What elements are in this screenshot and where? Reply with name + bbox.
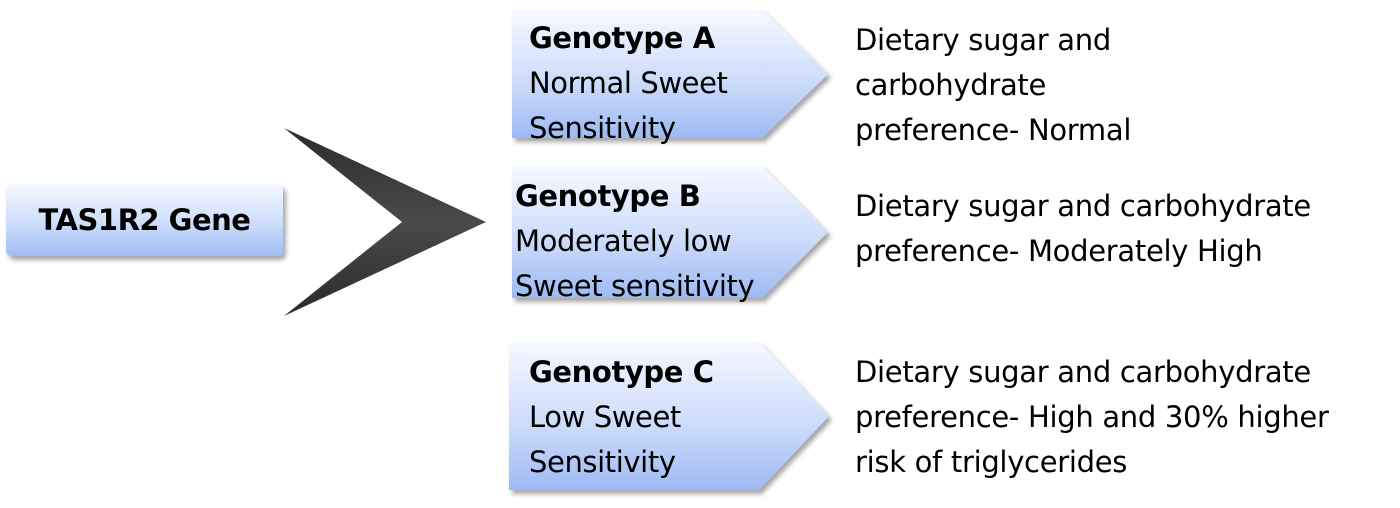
genotype-a-title: Genotype A	[529, 21, 715, 55]
genotype-b-text: Genotype B Moderately low Sweet sensitiv…	[515, 174, 755, 309]
genotype-b-shape	[512, 166, 828, 298]
genotype-a-text: Genotype A Normal Sweet Sensitivity	[529, 16, 728, 151]
genotype-c-shape	[509, 342, 829, 490]
genotype-b-title: Genotype B	[515, 179, 701, 213]
genotype-a-shape	[512, 10, 828, 138]
genotype-b-outcome-line-1: Dietary sugar and carbohydrate	[855, 189, 1311, 223]
genotype-b-line-1: Moderately low	[515, 224, 732, 258]
genotype-a-outcome: Dietary sugar and carbohydrate preferenc…	[855, 18, 1131, 153]
genotype-a-line-2: Sensitivity	[529, 111, 676, 145]
genotype-c-outcome-line-1: Dietary sugar and carbohydrate	[855, 355, 1311, 389]
genotype-a-outcome-line-2: carbohydrate	[855, 68, 1047, 102]
genotype-a-outcome-line-3: preference- Normal	[855, 113, 1132, 147]
genotype-a-line-1: Normal Sweet	[529, 66, 728, 100]
genotype-c-outcome-line-2: preference- High and 30% higher	[855, 400, 1329, 434]
genotype-c-title: Genotype C	[529, 355, 714, 389]
genotype-c-line-1: Low Sweet	[529, 400, 681, 434]
chevron-arrow	[284, 128, 486, 316]
genotype-b-outcome: Dietary sugar and carbohydrate preferenc…	[855, 184, 1311, 274]
genotype-c-text: Genotype C Low Sweet Sensitivity	[529, 350, 714, 485]
genotype-b-outcome-line-2: preference- Moderately High	[855, 234, 1263, 268]
genotype-c-outcome: Dietary sugar and carbohydrate preferenc…	[855, 350, 1329, 485]
genotype-c-outcome-line-3: risk of triglycerides	[855, 445, 1128, 479]
gene-box: TAS1R2 Gene	[6, 184, 283, 256]
genotype-b-line-2: Sweet sensitivity	[515, 269, 755, 303]
genotype-c-line-2: Sensitivity	[529, 445, 676, 479]
gene-label: TAS1R2 Gene	[38, 203, 251, 237]
genotype-a-outcome-line-1: Dietary sugar and	[855, 23, 1111, 57]
